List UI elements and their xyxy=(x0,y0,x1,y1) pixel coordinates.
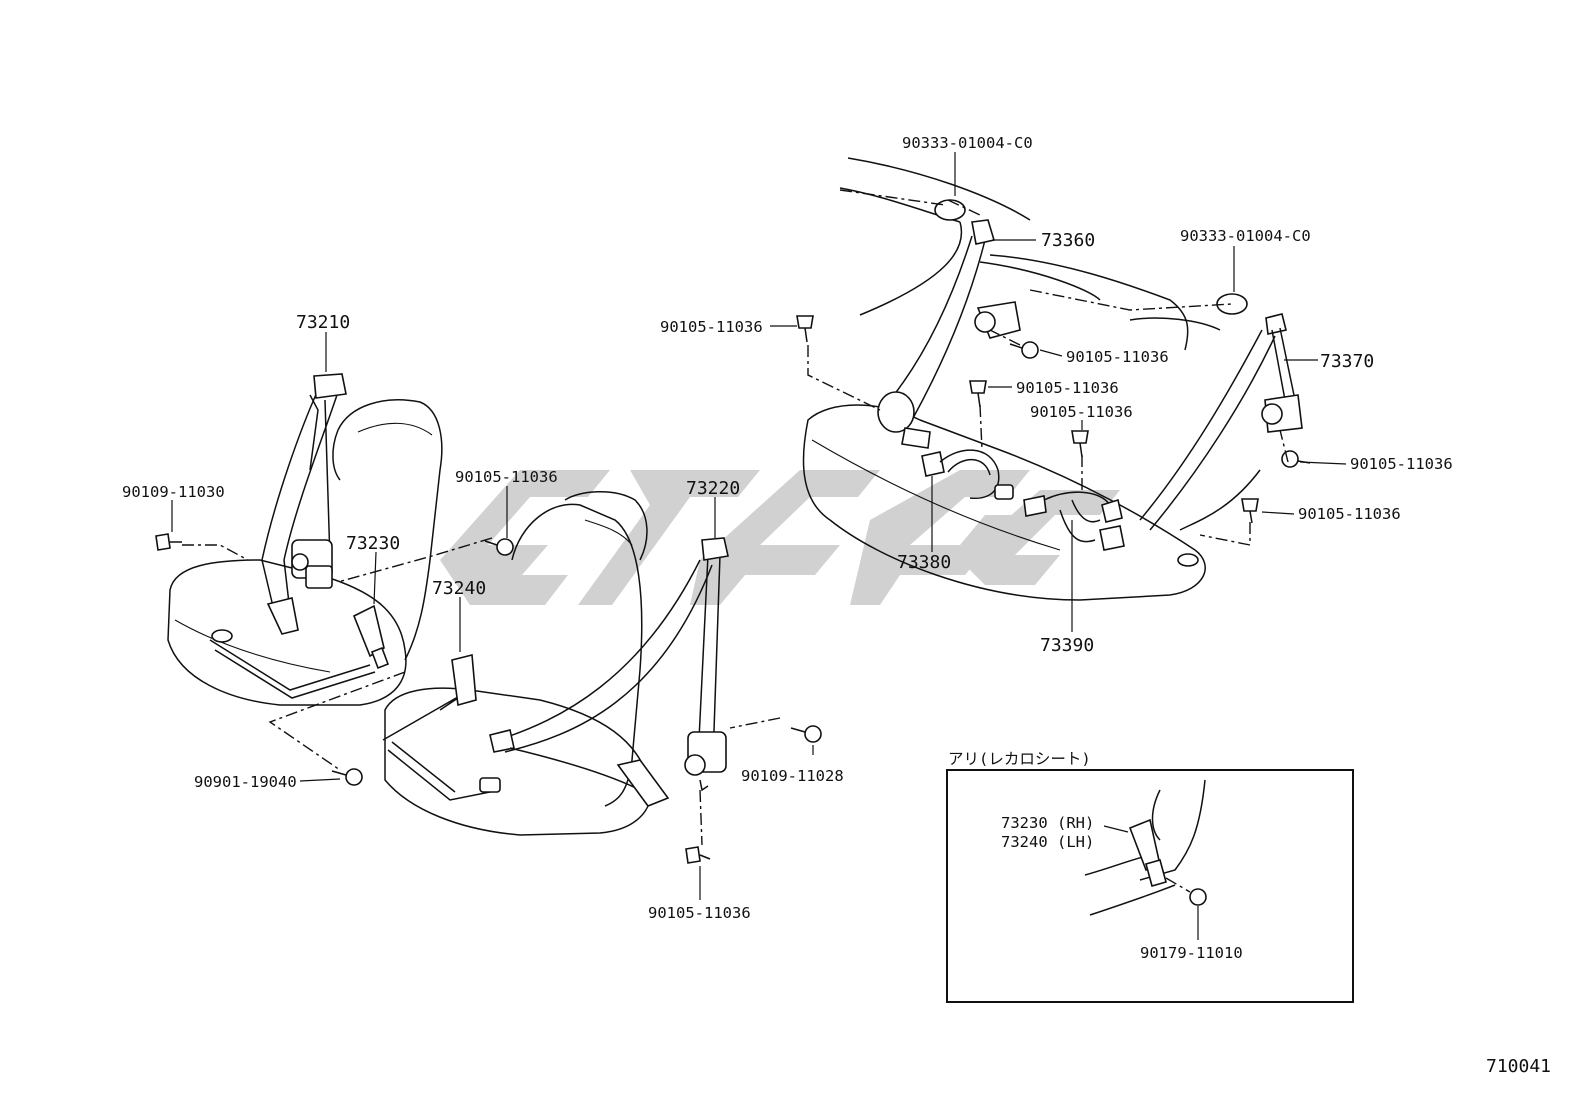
label-73380: 73380 xyxy=(897,552,951,573)
label-90333-01004-right: 90333-01004-C0 xyxy=(1180,227,1311,245)
label-90105-11036-rear-e: 90105-11036 xyxy=(1350,455,1453,473)
label-73240: 73240 xyxy=(432,578,486,599)
inset-recaro-seat: アリ(レカロシート) 73230 (RH) 73240 (LH) 90179-1… xyxy=(946,750,1354,1003)
label-73230: 73230 xyxy=(346,533,400,554)
inset-label-90179-11010: 90179-11010 xyxy=(1140,944,1243,962)
bolt-icon xyxy=(969,380,987,408)
label-90105-11036-rear-b: 90105-11036 xyxy=(1066,348,1169,366)
inset-label-73230-rh: 73230 (RH) xyxy=(1001,814,1094,832)
bolt-icon xyxy=(484,538,514,556)
label-73390: 73390 xyxy=(1040,635,1094,656)
part-labels: 73210 90109-11030 90105-11036 73230 7324… xyxy=(122,134,1453,922)
label-90105-11036-rear-f: 90105-11036 xyxy=(1298,505,1401,523)
label-73360: 73360 xyxy=(1041,230,1095,251)
watermark-logo xyxy=(440,470,1120,605)
bolt-icon xyxy=(790,725,822,743)
inset-title: アリ(レカロシート) xyxy=(948,750,1091,768)
label-90109-11028: 90109-11028 xyxy=(741,767,844,785)
leader-lines xyxy=(171,152,1347,900)
bolt-icon xyxy=(796,315,814,343)
bolt-icon xyxy=(331,768,363,786)
bolt-icon xyxy=(1071,430,1089,458)
bolt-icon xyxy=(685,846,711,864)
label-90105-11036-rear-c: 90105-11036 xyxy=(1016,379,1119,397)
label-90105-11036-front-left: 90105-11036 xyxy=(455,468,558,486)
label-73370: 73370 xyxy=(1320,351,1374,372)
front-right-seat xyxy=(382,491,729,836)
inset-label-73240-lh: 73240 (LH) xyxy=(1001,833,1094,851)
label-90105-11036-rear-d: 90105-11036 xyxy=(1030,403,1133,421)
bolt-icon xyxy=(155,533,182,551)
diagram-id: 710041 xyxy=(1486,1056,1551,1077)
label-90105-11036-front-right: 90105-11036 xyxy=(648,904,751,922)
label-73210: 73210 xyxy=(296,312,350,333)
label-90109-11030: 90109-11030 xyxy=(122,483,225,501)
label-90333-01004-left: 90333-01004-C0 xyxy=(902,134,1033,152)
bolt-icon xyxy=(1241,498,1259,524)
bolt-icon xyxy=(1009,341,1039,359)
inset-frame xyxy=(946,769,1354,1003)
label-90105-11036-rear-a: 90105-11036 xyxy=(660,318,763,336)
front-left-seat xyxy=(167,373,443,706)
label-73220: 73220 xyxy=(686,478,740,499)
connector-lines xyxy=(182,189,1289,846)
label-90901-19040: 90901-19040 xyxy=(194,773,297,791)
bolt-icons xyxy=(155,315,1311,864)
